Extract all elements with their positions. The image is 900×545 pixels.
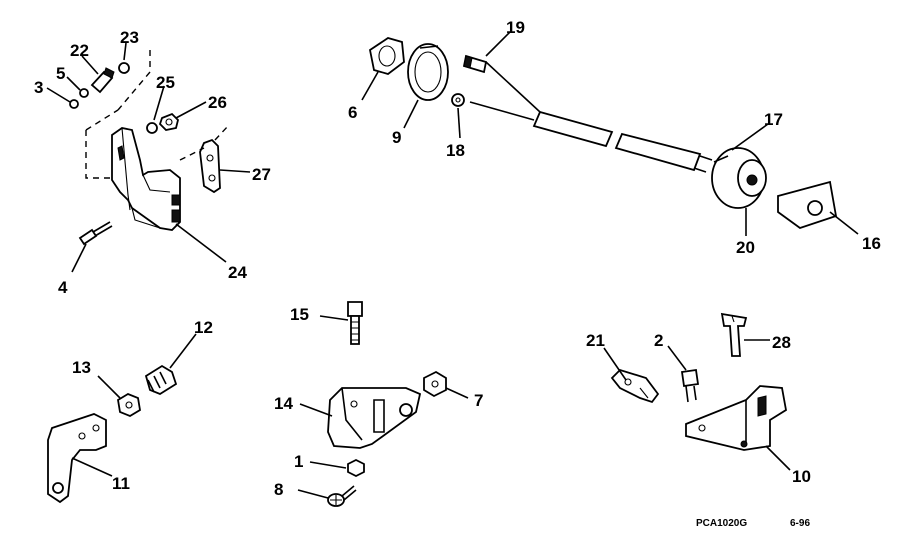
part-25-washer: [146, 122, 158, 134]
callout-8: 8: [274, 480, 283, 499]
part-10-bracket: [685, 385, 787, 451]
dashed-alignment-guide: [214, 125, 229, 141]
part-6-nut: [368, 37, 405, 75]
callout-1: 1: [294, 452, 303, 471]
callout-14: 14: [274, 394, 293, 413]
part-11-arm: [47, 413, 107, 504]
callout-20: 20: [736, 238, 755, 257]
part-5-washer: [79, 88, 89, 98]
callout-22: 22: [70, 41, 89, 60]
part-4-bolt: [78, 221, 113, 246]
dashed-alignment-guide: [85, 130, 110, 179]
part-9-grommet: [407, 43, 449, 101]
dashed-alignment-guide: [85, 109, 119, 131]
callout-23: 23: [120, 28, 139, 47]
part-15-bolt: [347, 301, 363, 345]
callout-18: 18: [446, 141, 465, 160]
part-13-nut: [117, 392, 141, 418]
part-22-screw: [90, 67, 115, 94]
callout-labels: 1 2 3 4 5 6 7 8 9 10 11 12 13 14 15 16 1…: [34, 18, 881, 499]
part-2-bolt: [680, 368, 700, 403]
callout-19: 19: [506, 18, 525, 37]
dashed-alignment-guide: [179, 147, 205, 161]
callout-21: 21: [586, 331, 605, 350]
part-28-clip: [720, 312, 748, 357]
callout-16: 16: [862, 234, 881, 253]
part-19-connector: [462, 54, 488, 74]
leader-lines: [46, 31, 859, 499]
callout-9: 9: [392, 128, 401, 147]
callout-5: 5: [56, 64, 65, 83]
date-code: 6-96: [790, 518, 810, 529]
callout-6: 6: [348, 103, 357, 122]
callout-25: 25: [156, 73, 175, 92]
part-27-plate: [199, 138, 221, 194]
part-14-bracket: [327, 387, 422, 449]
callout-3: 3: [34, 78, 43, 97]
part-8-screw: [327, 485, 357, 507]
reference-code: PCA1020G: [696, 518, 747, 529]
callout-7: 7: [474, 391, 483, 410]
dashed-alignment-guide: [117, 50, 151, 111]
part-21-clamp: [610, 368, 660, 404]
callout-12: 12: [194, 318, 213, 337]
callout-13: 13: [72, 358, 91, 377]
callout-11: 11: [112, 474, 130, 493]
part-16-bracket: [777, 180, 838, 230]
part-3-nut: [69, 99, 79, 109]
callout-4: 4: [58, 278, 68, 297]
part-1-nut: [347, 458, 365, 478]
callout-28: 28: [772, 333, 791, 352]
callout-15: 15: [290, 305, 309, 324]
callout-17: 17: [764, 110, 783, 129]
part-24-bracket: [111, 127, 181, 231]
part-26-nut: [158, 112, 179, 131]
part-23-washer: [118, 62, 130, 74]
part-17-wiring-harness: [469, 61, 713, 173]
callout-10: 10: [792, 467, 811, 486]
callout-2: 2: [654, 331, 663, 350]
part-7-nut: [423, 370, 447, 398]
callout-26: 26: [208, 93, 227, 112]
part-18-ring-terminal: [451, 93, 465, 107]
part-20-switch: [711, 147, 767, 209]
part-12-fitting: [144, 364, 178, 396]
callout-24: 24: [228, 263, 247, 282]
callout-27: 27: [252, 165, 271, 184]
